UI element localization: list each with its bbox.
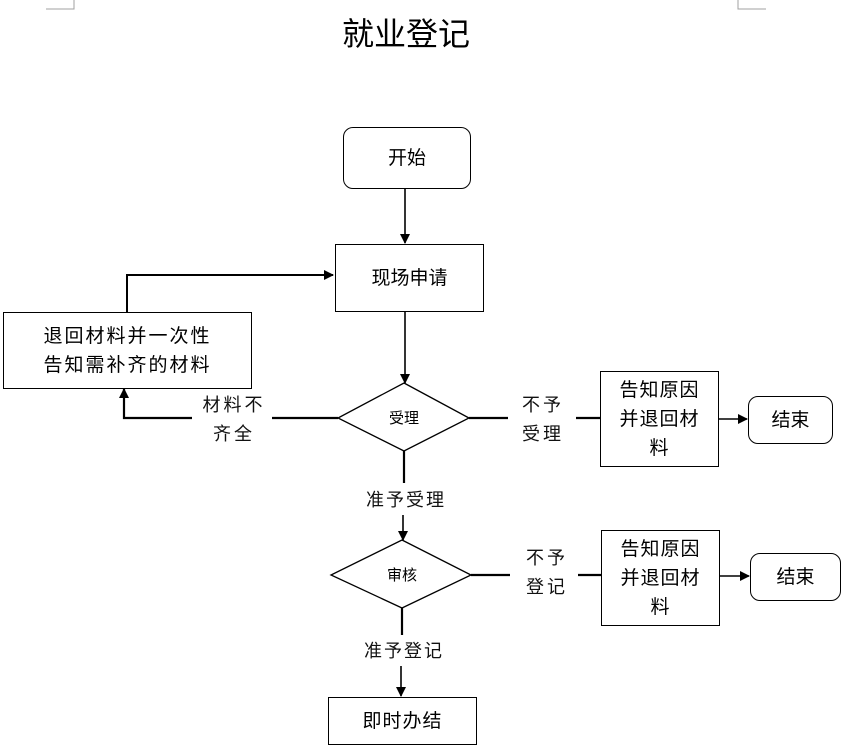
edge-label-incomplete: 材料不 齐全 bbox=[196, 391, 272, 449]
edge-label-not-registered: 不予 登记 bbox=[516, 544, 578, 602]
edge-label-registered: 准予登记 bbox=[354, 637, 454, 666]
finish-node: 即时办结 bbox=[328, 697, 477, 745]
corner-mark-top-left bbox=[46, 0, 75, 10]
apply-node-label: 现场申请 bbox=[371, 266, 448, 289]
decision-accept-label: 受理 bbox=[388, 408, 419, 427]
edge-label-accepted: 准予受理 bbox=[356, 486, 456, 515]
corner-mark-top-right bbox=[737, 0, 766, 10]
reject-register-label: 告知原因 并退回材 料 bbox=[620, 537, 701, 618]
decision-review-label: 审核 bbox=[386, 565, 417, 584]
finish-node-label: 即时办结 bbox=[362, 709, 443, 732]
end-node-1-label: 结束 bbox=[771, 408, 810, 431]
edge-label-not-accepted: 不予 受理 bbox=[512, 391, 574, 449]
reject-accept-label: 告知原因 并退回材 料 bbox=[619, 378, 700, 459]
apply-node: 现场申请 bbox=[335, 244, 484, 312]
arrow-return-to-apply bbox=[126, 270, 334, 312]
arrow-incomplete-to-return bbox=[119, 388, 192, 420]
return-materials-label: 退回材料并一次性 告知需补齐的材料 bbox=[43, 324, 212, 376]
end-node-2: 结束 bbox=[750, 553, 841, 601]
end-node-1: 结束 bbox=[748, 396, 833, 444]
return-materials-node: 退回材料并一次性 告知需补齐的材料 bbox=[3, 312, 252, 389]
reject-register-node: 告知原因 并退回材 料 bbox=[601, 530, 720, 626]
start-node: 开始 bbox=[343, 127, 471, 189]
page-title: 就业登记 bbox=[341, 15, 470, 53]
reject-accept-node: 告知原因 并退回材 料 bbox=[600, 371, 719, 467]
end-node-2-label: 结束 bbox=[776, 565, 815, 588]
start-node-label: 开始 bbox=[387, 146, 426, 169]
